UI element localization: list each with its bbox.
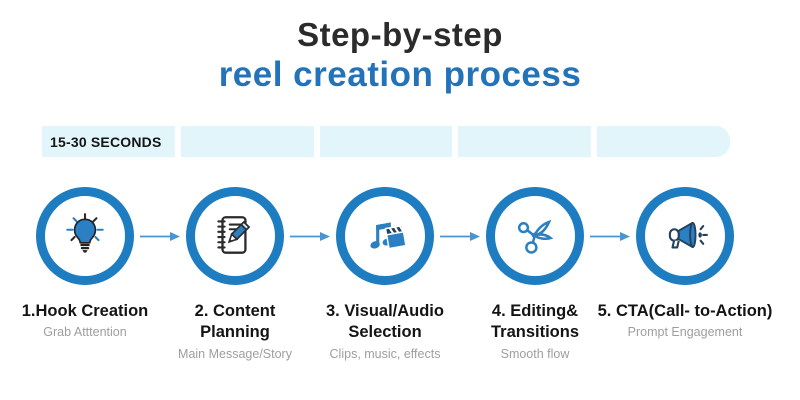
timeline-segment [458,126,592,157]
step-editing-transitions: 4. Editing& Transitions Smooth flow [460,187,610,361]
scissors-icon [517,219,554,254]
step-subtitle: Grab Atttention [43,325,127,340]
timeline-segment [319,126,453,157]
duration-label: 15-30 SECONDS [50,133,162,150]
timeline-segment: 15-30 SECONDS [42,126,175,157]
title-line-1: Step-by-step [297,16,503,53]
steps-row: 1.Hook Creation Grab Atttention [10,187,772,361]
step-title: 1.Hook Creation [21,302,149,320]
lightbulb-icon [66,213,104,253]
step-circle [186,187,284,285]
step-circle [486,187,584,285]
step-content-planning: 2. Content Planning Main Message/Story [160,187,310,361]
step-subtitle: Clips, music, effects [329,346,441,361]
timeline-segment [180,126,314,157]
step-subtitle: Prompt Engagement [627,325,743,340]
flow-arrow-icon [440,232,480,241]
duration-timeline-bar: 15-30 SECONDS [42,126,730,157]
step-subtitle: Main Message/Story [178,346,292,361]
timeline-segment [597,126,730,157]
step-visual-audio-selection: 3. Visual/Audio Selection Clips, music, … [310,187,460,361]
flow-arrow-icon [140,232,180,241]
step-subtitle: Smooth flow [500,346,570,361]
step-title: 2. Content Planning [194,302,276,342]
step-circle [636,187,734,285]
page-title: Step-by-step reel creation process [0,16,800,95]
step-title: 3. Visual/Audio Selection [326,302,444,342]
flow-arrow-icon [590,232,630,241]
flow-arrow-icon [290,232,330,241]
step-title: 4. Editing& Transitions [490,302,580,342]
step-hook-creation: 1.Hook Creation Grab Atttention [10,187,160,361]
step-circle [336,187,434,285]
title-line-2: reel creation process [218,55,582,95]
notepad-pencil-icon [217,216,251,254]
music-clapperboard-icon [370,222,407,250]
step-cta: 5. CTA(Call- to-Action) Prompt Engagemen… [598,187,772,361]
step-title: 5. CTA(Call- to-Action) [597,302,773,320]
megaphone-icon [668,221,708,249]
step-circle [36,187,134,285]
